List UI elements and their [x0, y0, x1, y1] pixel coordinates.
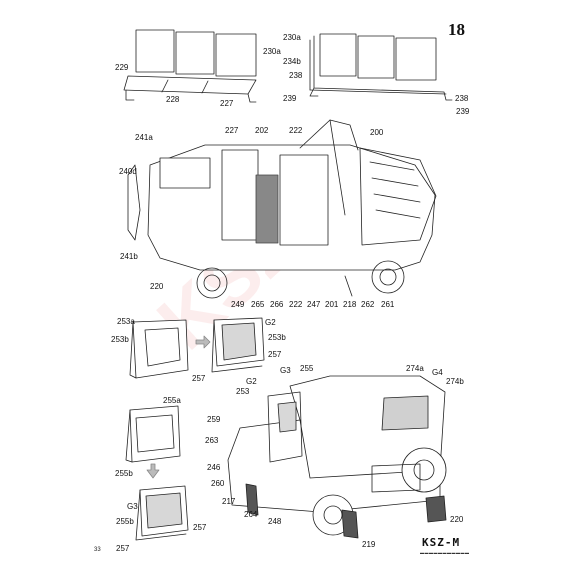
part-label-l31: 253b — [268, 333, 286, 342]
part-label-l51: G3 — [127, 502, 138, 511]
arrow-down — [146, 463, 160, 479]
part-label-l21: 266 — [270, 300, 284, 309]
part-label-l23: 247 — [307, 300, 321, 309]
part-label-l53: 257 — [193, 523, 207, 532]
part-label-l35: G4 — [432, 368, 443, 377]
arrow-right — [195, 335, 211, 349]
part-label-l28: 253a — [117, 317, 135, 326]
part-label-l33: 257 — [192, 374, 206, 383]
vehicle-closed-top — [227, 375, 447, 539]
part-label-l41: 255a — [163, 396, 181, 405]
part-label-l2: 230a — [263, 47, 281, 56]
part-label-l52: 255b — [116, 517, 134, 526]
part-label-l19: 249 — [231, 300, 245, 309]
part-label-l42: 259 — [207, 415, 221, 424]
bench-seat-left — [123, 29, 257, 103]
part-label-l25: 218 — [343, 300, 357, 309]
part-label-l29: 253b — [111, 335, 129, 344]
part-label-l27: 261 — [381, 300, 395, 309]
part-label-l48: 264 — [244, 510, 258, 519]
part-label-l34: 274a — [406, 364, 424, 373]
part-label-l46: 260 — [211, 479, 225, 488]
part-label-l11: 241a — [135, 133, 153, 142]
part-label-l9: 238 — [455, 94, 469, 103]
part-label-l6: 228 — [166, 95, 180, 104]
part-label-l30: G2 — [265, 318, 276, 327]
part-label-l1: 230a — [283, 33, 301, 42]
part-label-l55: 219 — [362, 540, 376, 549]
part-label-l13: 202 — [255, 126, 269, 135]
part-label-l20: 265 — [251, 300, 265, 309]
part-label-l38: 255 — [300, 364, 314, 373]
part-label-l26: 262 — [361, 300, 375, 309]
part-label-l4: 238 — [289, 71, 303, 80]
part-label-l10: 239 — [456, 107, 470, 116]
part-label-l3: 234b — [283, 57, 301, 66]
part-label-l17: 241b — [120, 252, 138, 261]
part-label-l32: 257 — [268, 350, 282, 359]
footer-page-number: 33 — [94, 547, 101, 553]
part-label-l14: 222 — [289, 126, 303, 135]
part-label-l49: 248 — [268, 517, 282, 526]
part-label-l50: 220 — [450, 515, 464, 524]
part-label-l39: G2 — [246, 377, 257, 386]
door-frame-255-glazed — [135, 485, 189, 541]
part-label-l5: 229 — [115, 63, 129, 72]
part-label-l15: 200 — [370, 128, 384, 137]
part-label-l18: 220 — [150, 282, 164, 291]
seat-frame-right — [309, 33, 453, 101]
door-frame-255 — [125, 405, 181, 463]
part-label-l12: 227 — [225, 126, 239, 135]
part-label-l24: 201 — [325, 300, 339, 309]
door-frame-glazed — [211, 317, 265, 373]
part-label-l40: 253 — [236, 387, 250, 396]
page-number: 18 — [448, 20, 465, 39]
part-label-l37: G3 — [280, 366, 291, 375]
part-label-l16: 240d — [119, 167, 137, 176]
door-frame-253 — [129, 319, 189, 379]
part-label-l47: 217 — [222, 497, 236, 506]
part-label-l8: 239 — [283, 94, 297, 103]
part-label-l43: 263 — [205, 436, 219, 445]
brand-logo-underline: ▬▬▬▬▬▬▬▬▬▬▬ — [420, 550, 470, 555]
vehicle-open-top — [127, 119, 437, 299]
brand-logo: KSZ-M — [422, 536, 461, 549]
part-label-l36: 274b — [446, 377, 464, 386]
part-label-l7: 227 — [220, 99, 234, 108]
part-label-l22: 222 — [289, 300, 303, 309]
part-label-l45: 255b — [115, 469, 133, 478]
part-label-l54: 257 — [116, 544, 130, 553]
part-label-l44: 246 — [207, 463, 221, 472]
